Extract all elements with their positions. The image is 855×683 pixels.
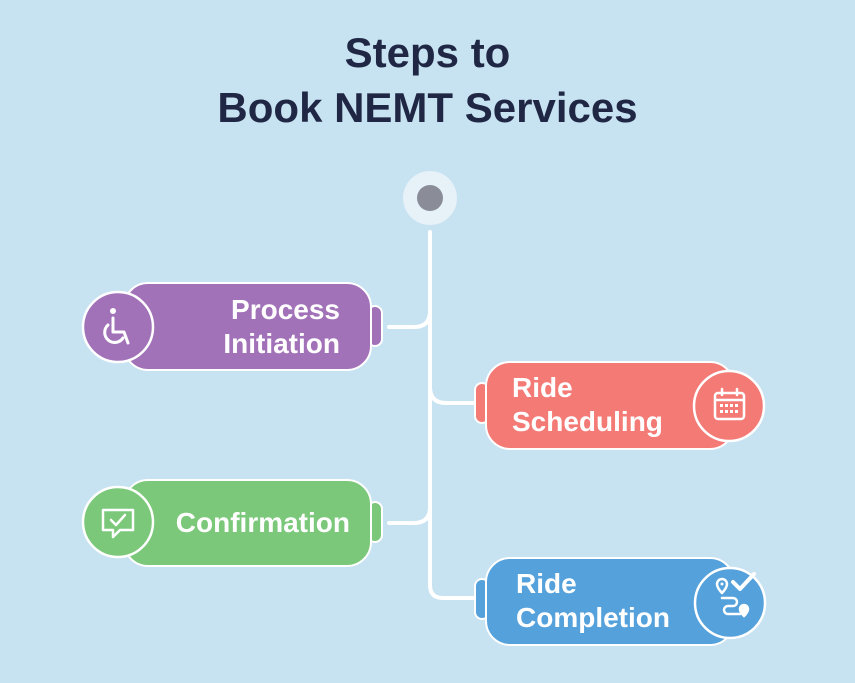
title-line-2: Book NEMT Services bbox=[217, 84, 638, 131]
connector-branch-ride-scheduling bbox=[428, 385, 477, 405]
wheelchair-icon bbox=[103, 308, 130, 345]
step-ride-scheduling-label: Ride Scheduling bbox=[512, 371, 692, 439]
step-ride-scheduling bbox=[474, 361, 766, 450]
step-confirmation-label-line-1: Confirmation bbox=[175, 507, 350, 538]
start-node bbox=[403, 171, 457, 225]
step-process-initiation bbox=[81, 282, 383, 371]
connector-branch-confirmation bbox=[387, 505, 432, 525]
message-check-icon bbox=[101, 508, 135, 539]
step-confirmation bbox=[81, 479, 383, 567]
step-ride-completion-label-line-1: Ride bbox=[516, 568, 577, 599]
connector-branch-process-initiation bbox=[387, 309, 432, 329]
step-ride-completion-icon-circle bbox=[693, 566, 767, 640]
connector-lines bbox=[387, 230, 477, 600]
step-ride-scheduling-icon-circle bbox=[692, 369, 766, 443]
step-process-initiation-label-line-1: Process bbox=[231, 294, 340, 325]
step-ride-scheduling-label-line-1: Ride bbox=[512, 372, 573, 403]
step-ride-completion bbox=[474, 557, 767, 646]
step-confirmation-label: Confirmation bbox=[160, 506, 350, 540]
step-ride-completion-label-line-2: Completion bbox=[516, 602, 670, 633]
step-process-initiation-label-line-2: Initiation bbox=[223, 328, 340, 359]
calendar-icon bbox=[713, 387, 746, 421]
step-ride-scheduling-label-line-2: Scheduling bbox=[512, 406, 663, 437]
step-process-initiation-label: Process Initiation bbox=[160, 293, 340, 361]
route-check-icon bbox=[715, 572, 756, 618]
connector-trunk bbox=[428, 230, 477, 600]
title-line-1: Steps to bbox=[344, 29, 511, 76]
step-process-initiation-icon-circle bbox=[81, 290, 155, 364]
step-ride-completion-label: Ride Completion bbox=[516, 567, 696, 635]
